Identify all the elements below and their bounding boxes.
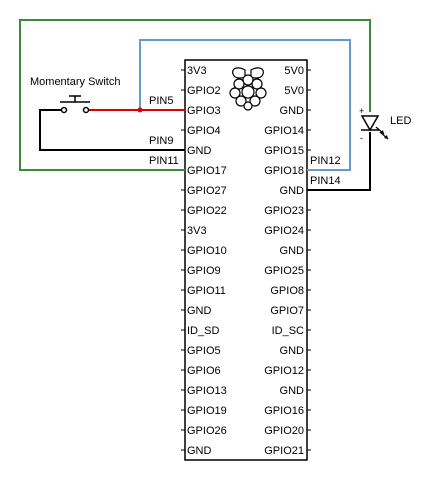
left-pin-label: GPIO26	[187, 425, 227, 437]
left-pin-label: GPIO5	[187, 345, 221, 357]
raspberry-pi-logo-icon	[229, 67, 267, 111]
left-pin-label: GPIO10	[187, 245, 227, 257]
black-wire-gnd	[39, 109, 185, 151]
right-pin-label: GND	[280, 185, 305, 197]
pin11-label: PIN11	[149, 155, 179, 167]
right-pin-label: GPIO18	[264, 165, 304, 177]
right-pin-label: GPIO7	[270, 305, 304, 317]
left-pin-labels: 3V3GPIO2GPIO3GPIO4GNDGPIO17GPIO27GPIO223…	[181, 65, 227, 457]
right-pin-label: 5V0	[284, 85, 304, 97]
left-pin-label: GPIO2	[187, 85, 221, 97]
left-pin-label: GPIO9	[187, 265, 221, 277]
right-pin-label: GND	[280, 105, 305, 117]
right-pin-label: GPIO25	[264, 265, 304, 277]
right-pin-label: GPIO24	[264, 225, 304, 237]
led-plus-label: +	[359, 106, 364, 116]
gpio-header	[184, 59, 308, 461]
right-pin-label: ID_SC	[272, 325, 304, 337]
momentary-switch-icon	[60, 95, 90, 114]
led-label: LED	[390, 115, 411, 127]
left-pin-label: GPIO6	[187, 365, 221, 377]
left-pin-label: 3V3	[187, 225, 207, 237]
right-pin-label: GND	[280, 245, 305, 257]
left-pin-label: GPIO19	[187, 405, 227, 417]
right-pin-label: GND	[280, 345, 305, 357]
pin5-label: PIN5	[149, 95, 173, 107]
right-pin-label: GPIO23	[264, 205, 304, 217]
switch-label: Momentary Switch	[30, 76, 120, 88]
right-pin-label: GPIO21	[264, 445, 304, 457]
left-pin-label: GPIO13	[187, 385, 227, 397]
right-pin-label: GPIO8	[270, 285, 304, 297]
led-minus-label: -	[360, 133, 363, 143]
left-pin-label: GPIO27	[187, 185, 227, 197]
right-pin-label: GND	[280, 385, 305, 397]
green-wire	[19, 19, 371, 171]
right-pin-label: GPIO15	[264, 145, 304, 157]
right-pin-label: 5V0	[284, 65, 304, 77]
left-pin-label: GPIO11	[187, 285, 226, 297]
blue-wire	[139, 39, 351, 171]
left-pin-label: ID_SD	[187, 325, 219, 337]
left-pin-label: 3V3	[187, 65, 207, 77]
right-pin-labels: 5V05V0GNDGPIO14GPIO15GPIO18GNDGPIO23GPIO…	[264, 65, 311, 457]
black-wire-led	[307, 132, 371, 191]
right-pin-label: GPIO12	[264, 365, 304, 377]
left-pin-label: GND	[187, 145, 212, 157]
left-pin-label: GPIO22	[187, 205, 227, 217]
left-pin-label: GPIO3	[187, 105, 221, 117]
pin9-label: PIN9	[149, 135, 173, 147]
left-pin-label: GND	[187, 445, 212, 457]
pin14-label: PIN14	[310, 175, 341, 187]
left-pin-label: GPIO4	[187, 125, 221, 137]
left-pin-label: GPIO17	[187, 165, 227, 177]
right-pin-label: GPIO16	[264, 405, 304, 417]
junction-dot	[137, 107, 143, 113]
pin12-label: PIN12	[310, 155, 341, 167]
right-pin-label: GPIO14	[264, 125, 304, 137]
right-pin-label: GPIO20	[264, 425, 304, 437]
led-icon	[360, 115, 389, 140]
left-pin-label: GND	[187, 305, 212, 317]
